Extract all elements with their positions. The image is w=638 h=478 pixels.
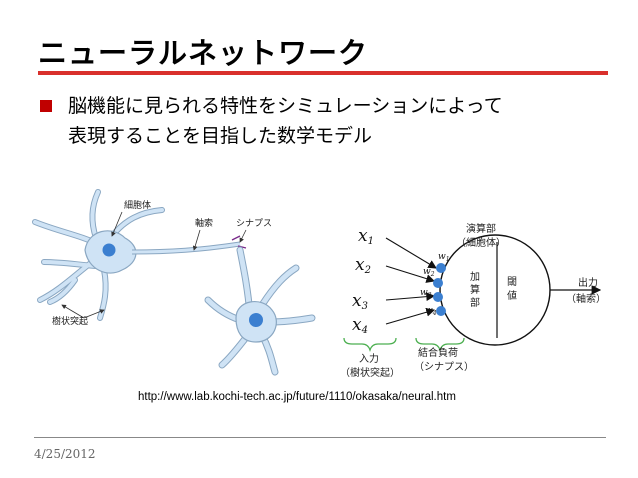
nucleus-1 [102, 243, 116, 257]
bullet-line-2: 表現することを目指した数学モデル [68, 125, 373, 147]
slide-title: ニューラルネットワーク [38, 36, 369, 70]
sum-label-2: 算 [470, 283, 480, 296]
input-x1: x1 [358, 226, 374, 247]
threshold-label-1: 閾 [507, 276, 517, 288]
unit-circle [439, 234, 551, 346]
unit-label-1: 演算部 [466, 222, 496, 235]
input-caption-2: （樹状突起） [340, 366, 400, 379]
cell-body-label: 細胞体 [124, 199, 151, 211]
axon-label: 軸索 [195, 217, 213, 229]
unit-label-2: （細胞体） [456, 236, 506, 249]
slide-date: 4/25/2012 [34, 447, 96, 461]
weight-caption-1: 結合負荷 [418, 346, 458, 359]
input-arrow-3 [385, 292, 436, 302]
footer-divider [34, 437, 606, 438]
sum-label-1: 加 [470, 271, 480, 283]
weight-brace [415, 337, 465, 353]
output-label-1: 出力 [578, 276, 598, 289]
weight-w2: w2 [423, 267, 435, 278]
weight-w1: w1 [438, 252, 450, 263]
weight-caption-2: （シナプス） [414, 361, 474, 373]
weight-node-4 [436, 306, 446, 316]
output-label-2: （軸索） [566, 292, 606, 305]
nucleus-2 [249, 313, 263, 327]
input-x4: x4 [352, 315, 368, 336]
synapse-label: シナプス [236, 218, 272, 229]
bullet-line-1: 脳機能に見られる特性をシミュレーションによって [68, 95, 503, 117]
input-x3: x3 [352, 291, 368, 312]
bullet-marker [40, 100, 52, 112]
weight-node-1 [436, 263, 446, 273]
input-arrow-2 [385, 265, 436, 283]
bullet-text: 脳機能に見られる特性をシミュレーションによって 表現することを目指した数学モデル [68, 91, 608, 151]
neuron-illustration [32, 189, 316, 376]
weight-w3: w3 [420, 288, 432, 299]
input-x2: x2 [355, 255, 371, 276]
dendrite-label: 樹状突起 [52, 315, 88, 327]
input-brace [343, 337, 397, 353]
input-caption-1: 入力 [359, 352, 379, 365]
neuron-model [343, 234, 602, 353]
sum-label-3: 部 [470, 296, 480, 309]
title-underline [38, 71, 608, 75]
weight-w4: w4 [425, 306, 437, 317]
source-url: http://www.lab.kochi-tech.ac.jp/future/1… [138, 391, 456, 403]
threshold-label-2: 値 [507, 289, 517, 302]
input-arrow-1 [385, 237, 437, 269]
weight-node-2 [433, 278, 443, 288]
input-arrow-4 [385, 307, 436, 325]
weight-node-3 [433, 292, 443, 302]
